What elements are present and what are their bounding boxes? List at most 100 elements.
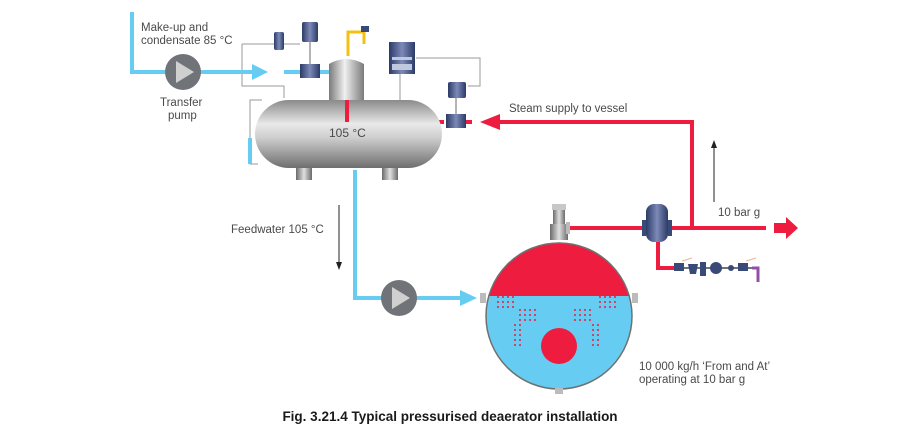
tube-dot <box>519 334 521 336</box>
tube-dot <box>497 296 499 298</box>
tube-dot <box>589 314 591 316</box>
steam-supply-label: Steam supply to vessel <box>509 103 628 115</box>
tube-dot <box>497 301 499 303</box>
tube-dot <box>597 324 599 326</box>
tube-dot <box>584 309 586 311</box>
tube-dot <box>514 334 516 336</box>
tube-dot <box>514 339 516 341</box>
tube-dot <box>514 344 516 346</box>
tube-dot <box>592 344 594 346</box>
tube-dot <box>584 319 586 321</box>
tube-dot <box>584 314 586 316</box>
tube-dot <box>589 319 591 321</box>
tube-dot <box>497 306 499 308</box>
makeup-label-line2: condensate 85 °C <box>141 35 233 47</box>
tube-dot <box>514 324 516 326</box>
tube-dot <box>502 301 504 303</box>
tube-dot <box>592 334 594 336</box>
tube-dot <box>614 296 616 298</box>
deaerator-vessel <box>255 59 442 180</box>
tube-dot <box>597 334 599 336</box>
feedwater-label: Feedwater 105 °C <box>231 224 324 236</box>
tube-dot <box>519 339 521 341</box>
tube-dot <box>519 319 521 321</box>
tube-dot <box>574 314 576 316</box>
tube-dot <box>604 301 606 303</box>
tube-dot <box>614 306 616 308</box>
tube-dot <box>592 329 594 331</box>
tube-dot <box>579 319 581 321</box>
steam-control-valve-icon <box>446 82 466 128</box>
steam-boiler <box>480 242 638 394</box>
tube-dot <box>507 296 509 298</box>
direction-arrow-feedwater <box>336 205 342 270</box>
tube-dot <box>579 314 581 316</box>
tube-dot <box>599 301 601 303</box>
tube-dot <box>597 339 599 341</box>
feed-pump-icon <box>381 280 417 316</box>
flow-arrow-steam-out <box>774 217 798 239</box>
tube-dot <box>512 301 514 303</box>
tube-dot <box>592 324 594 326</box>
tube-dot <box>574 319 576 321</box>
control-signal-lines <box>241 43 481 165</box>
direction-arrow-steam-up <box>711 140 717 202</box>
vent-pipe <box>346 30 366 56</box>
tube-dot <box>519 324 521 326</box>
tube-dot <box>529 314 531 316</box>
tube-dot <box>524 314 526 316</box>
boiler-rating-line1: 10 000 kg/h ‘From and At’ <box>639 361 771 373</box>
tube-dot <box>524 309 526 311</box>
tube-dot <box>519 309 521 311</box>
tube-dot <box>597 329 599 331</box>
tube-dot <box>534 309 536 311</box>
pressure-controller-icon <box>389 42 415 74</box>
crown-valve-icon <box>550 204 570 240</box>
steam-trap-set-icon <box>674 257 760 282</box>
tube-dot <box>519 329 521 331</box>
tube-dot <box>519 314 521 316</box>
boiler-furnace-tube <box>541 328 577 364</box>
vessel-temperature-label: 105 °C <box>329 126 366 140</box>
tube-dot <box>574 309 576 311</box>
tube-dot <box>534 319 536 321</box>
tube-dot <box>507 306 509 308</box>
tube-dot <box>514 329 516 331</box>
tube-dot <box>609 301 611 303</box>
tube-dot <box>507 301 509 303</box>
level-control-valve-icon <box>300 22 320 78</box>
tube-dot <box>604 296 606 298</box>
tube-dot <box>609 306 611 308</box>
flow-arrow-steam-supply <box>480 114 500 130</box>
tube-dot <box>512 306 514 308</box>
steam-separator-icon <box>642 204 672 242</box>
flow-arrow-makeup <box>252 64 268 80</box>
transfer-pump-icon <box>165 54 201 90</box>
tube-dot <box>589 309 591 311</box>
tube-dot <box>614 301 616 303</box>
tube-dot <box>524 319 526 321</box>
transfer-pump-label-line2: pump <box>168 110 197 122</box>
makeup-label-line1: Make-up and <box>141 22 209 34</box>
tube-dot <box>599 306 601 308</box>
tube-dot <box>604 306 606 308</box>
vent-valve-icon <box>361 26 369 32</box>
tube-dot <box>579 309 581 311</box>
tube-dot <box>592 339 594 341</box>
figure-caption: Fig. 3.21.4 Typical pressurised deaerato… <box>282 409 618 424</box>
tube-dot <box>502 296 504 298</box>
tube-dot <box>519 344 521 346</box>
tube-dot <box>534 314 536 316</box>
flow-arrow-feedwater <box>460 290 477 306</box>
tube-dot <box>529 309 531 311</box>
tube-dot <box>597 344 599 346</box>
tube-dot <box>609 296 611 298</box>
boiler-rating-line2: operating at 10 bar g <box>639 374 746 386</box>
tube-dot <box>512 296 514 298</box>
level-transmitter-icon <box>274 32 284 50</box>
boiler-tube-dots <box>497 296 616 346</box>
tube-dot <box>529 319 531 321</box>
transfer-pump-label-line1: Transfer <box>160 97 203 109</box>
steam-pressure-label: 10 bar g <box>718 207 761 219</box>
